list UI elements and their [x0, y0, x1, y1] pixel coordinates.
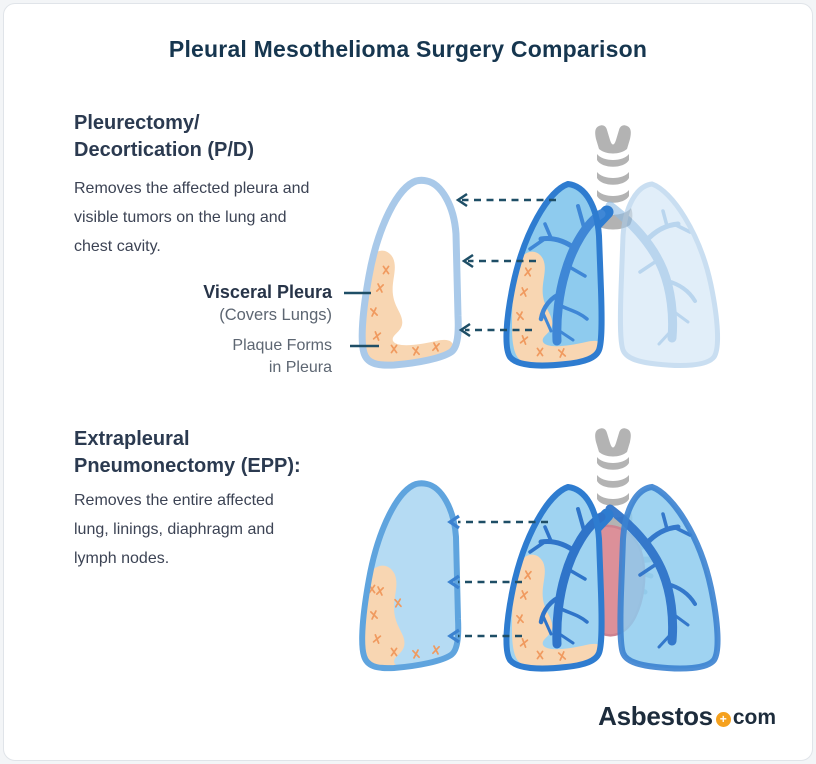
epp-heading-line2: Pneumonectomy (EPP): [74, 455, 301, 477]
epp-desc-line1: Removes the entire affected [74, 492, 274, 509]
pd-heading-line1: Pleurectomy/ [74, 112, 200, 134]
logo-tld-text: com [732, 706, 776, 729]
pd-desc-line3: chest cavity. [74, 238, 161, 255]
pd-desc-line1: Removes the affected pleura and [74, 180, 310, 197]
pd-section-description: Removes the affected pleura and visible … [74, 174, 394, 261]
visceral-pleura-label: Visceral Pleura [203, 282, 332, 302]
epp-desc-line2: lung, linings, diaphragm and [74, 521, 275, 538]
covers-lungs-label: (Covers Lungs) [219, 306, 332, 324]
logo-plus-icon: + [715, 712, 731, 727]
page-title: Pleural Mesothelioma Surgery Comparison [168, 36, 648, 62]
pd-section-heading: Pleurectomy/ Decortication (P/D) [74, 110, 254, 164]
logo-brand-text: Asbestos [598, 701, 713, 731]
pd-desc-line2: visible tumors on the lung and [74, 209, 287, 226]
epp-desc-line3: lymph nodes. [74, 550, 170, 567]
plaque-forms-label-line2: in Pleura [268, 359, 332, 376]
epp-heading-line1: Extrapleural [74, 428, 190, 450]
epp-section-description: Removes the entire affected lung, lining… [74, 486, 394, 573]
plaque-forms-label-line1: Plaque Forms [232, 337, 332, 354]
asbestos-logo: Asbestos + com [598, 702, 776, 730]
pd-heading-line2: Decortication (P/D) [74, 139, 255, 161]
epp-section-heading: Extrapleural Pneumonectomy (EPP): [74, 426, 301, 480]
